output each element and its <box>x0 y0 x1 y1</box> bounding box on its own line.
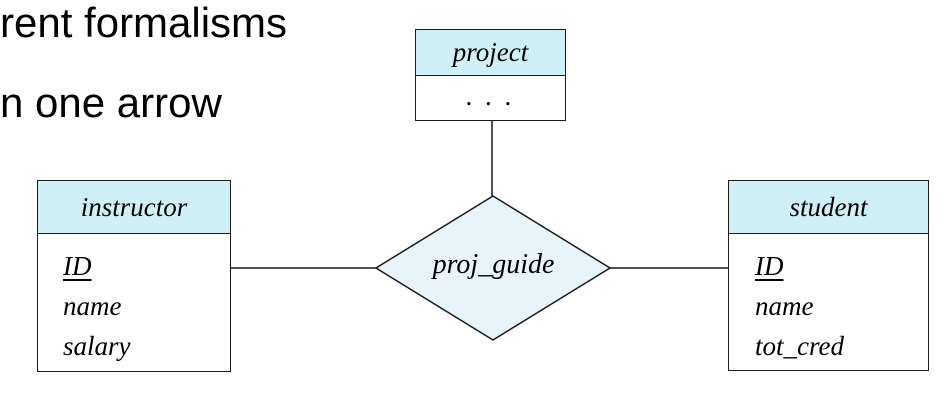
relationship-diamond <box>374 195 612 341</box>
attribute-primary-key: ID <box>63 251 92 281</box>
entity-student: student ID name tot_cred <box>728 180 929 371</box>
attribute: name <box>755 291 814 321</box>
entity-project-attributes: . . . <box>466 81 515 111</box>
entity-project-name: project <box>416 30 565 76</box>
attribute: salary <box>63 331 131 361</box>
relationship-label: proj_guide <box>432 249 555 280</box>
entity-student-attributes: ID name tot_cred <box>729 234 928 366</box>
slide-text-line-1: rent formalisms <box>0 0 288 46</box>
slide-text-line-2: n one arrow <box>0 79 222 126</box>
entity-project: project . . . <box>415 29 566 121</box>
attribute-primary-key: ID <box>755 251 784 281</box>
entity-student-name: student <box>729 181 928 234</box>
attribute: tot_cred <box>755 331 844 361</box>
entity-instructor-name: instructor <box>38 181 230 234</box>
entity-instructor: instructor ID name salary <box>37 180 231 372</box>
attribute: name <box>63 291 122 321</box>
entity-instructor-attributes: ID name salary <box>38 234 230 366</box>
